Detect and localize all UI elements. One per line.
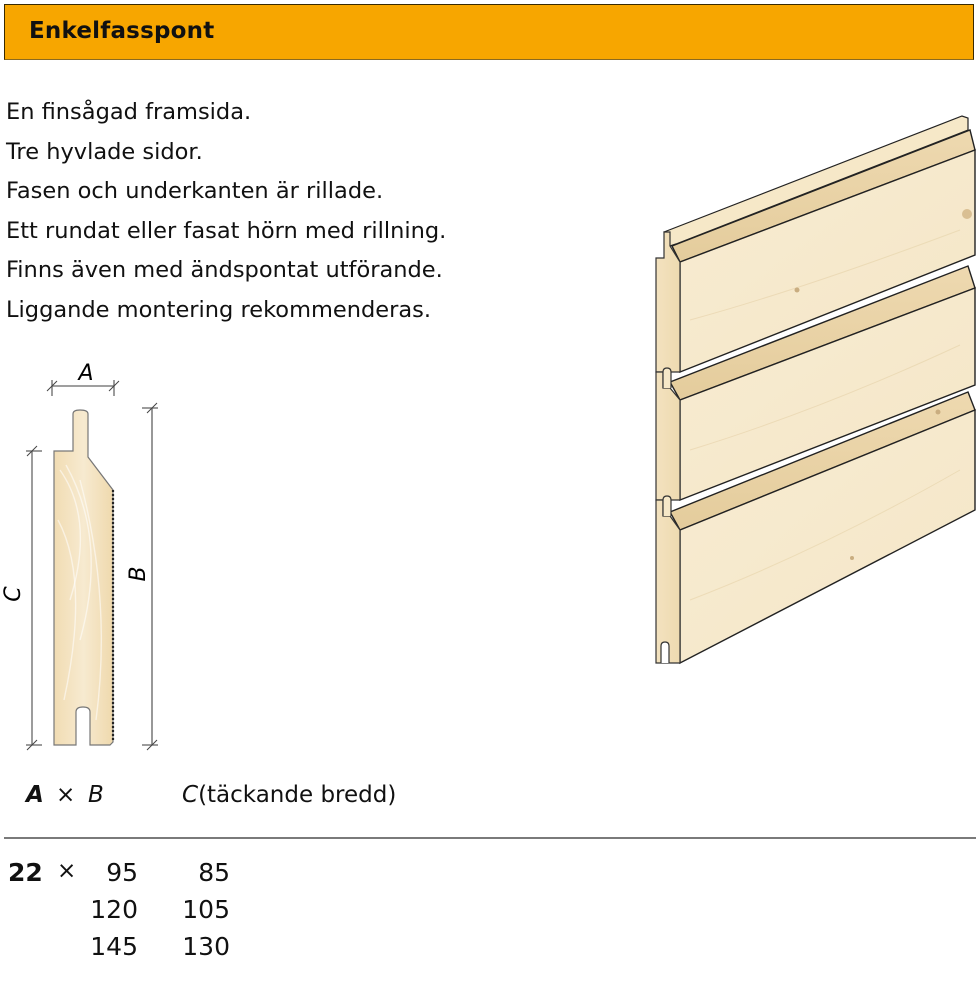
cell-covering-width: 130: [182, 932, 230, 961]
dimension-label-c: C: [1, 586, 26, 602]
cell-width: 145: [90, 932, 138, 961]
dimension-label-b: B: [126, 566, 151, 581]
cell-times: ×: [57, 858, 77, 884]
table-header-c-label: (täckande bredd): [198, 782, 397, 808]
cell-width: 120: [90, 895, 138, 924]
section-header: Enkelfasspont: [4, 4, 974, 60]
product-description: En finsågad framsida. Tre hyvlade sidor.…: [6, 93, 446, 330]
description-line: Liggande montering rekommenderas.: [6, 296, 432, 323]
table-divider: [4, 837, 976, 839]
description-line: Finns även med ändspontat utförande.: [6, 257, 443, 283]
table-header-c-symbol: C: [182, 782, 199, 808]
section-title: Enkelfasspont: [29, 18, 215, 44]
wood-panel-illustration: [655, 115, 976, 665]
cell-width: 95: [106, 858, 138, 887]
description-line: Fasen och underkanten är rillade.: [6, 178, 384, 204]
description-line: En finsågad framsida.: [6, 99, 252, 125]
cell-thickness: 22: [8, 858, 43, 887]
table-header-a: A: [26, 782, 44, 808]
table-header-c: C(täckande bredd): [182, 782, 396, 808]
cell-covering-width: 105: [182, 895, 230, 924]
description-line: Tre hyvlade sidor.: [6, 138, 203, 165]
table-header-times: ×: [56, 782, 76, 808]
dimension-label-a: A: [76, 361, 93, 386]
profile-cross-section-diagram: A C B: [1, 361, 158, 751]
description-line: Ett rundat eller fasat hörn med rillning…: [6, 217, 447, 244]
cell-covering-width: 85: [198, 858, 230, 887]
table-header-b: B: [88, 782, 104, 808]
